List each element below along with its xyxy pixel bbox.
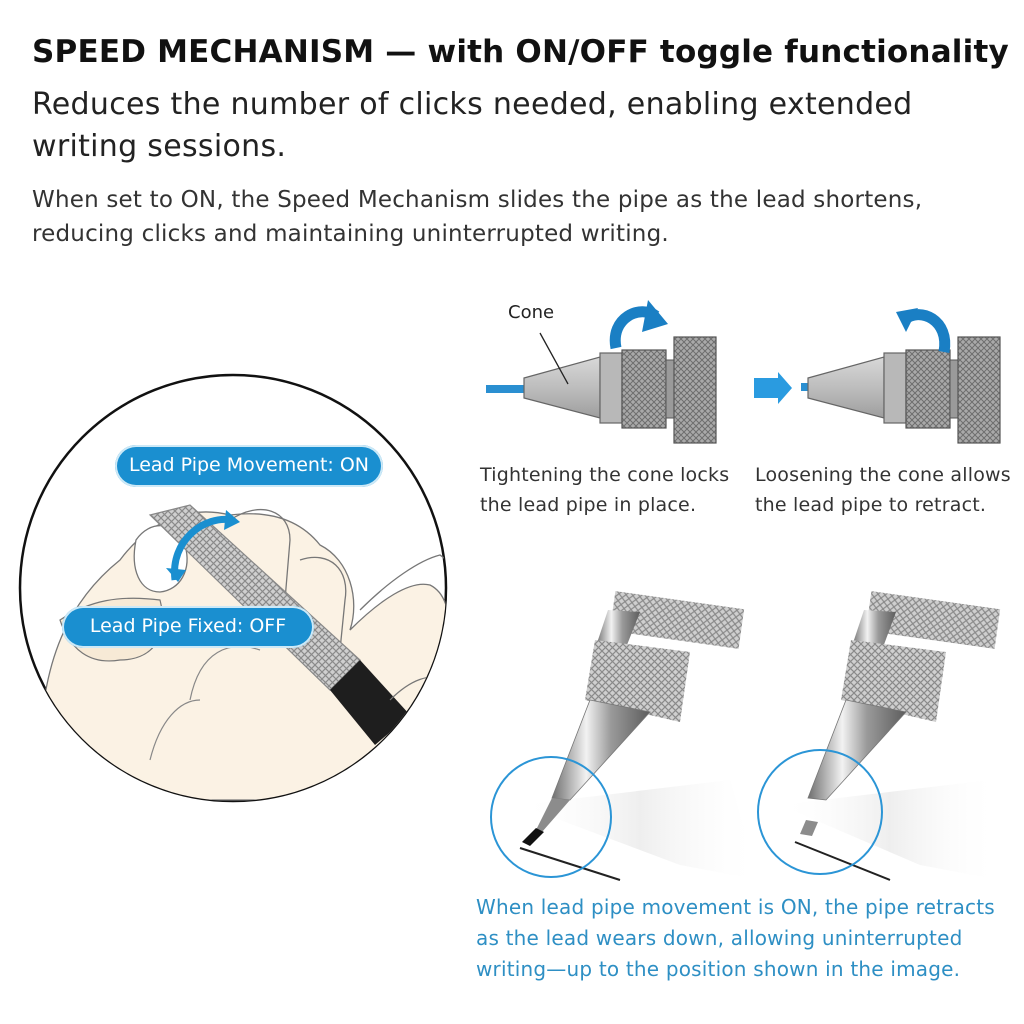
description-text: When set to ON, the Speed Mechanism slid…	[32, 187, 923, 247]
photo2-lead	[800, 820, 818, 836]
lead-pipe-off-badge: Lead Pipe Fixed: OFF	[62, 606, 314, 648]
photo2-zoom-circle	[757, 749, 883, 875]
photo-pipe-extended	[490, 591, 760, 881]
photo1-knurl-top	[609, 591, 745, 649]
lead-pipe-retracted	[801, 383, 809, 391]
photo1-knurl-ring	[585, 640, 690, 722]
hand-illustration	[18, 373, 448, 803]
photo-pipe-retracted	[757, 591, 1001, 881]
knurled-ring	[621, 349, 667, 429]
photo1-lead	[522, 828, 544, 846]
cone-shape	[523, 356, 601, 419]
cone-label: Cone	[508, 302, 555, 323]
pencil-barrel	[330, 660, 410, 745]
cone-pointer-line	[539, 332, 569, 385]
tighten-diagram	[486, 300, 717, 444]
loosen-diagram	[754, 308, 1001, 444]
photo2-cone	[807, 699, 907, 801]
toggle-arrow-icon	[171, 515, 233, 581]
retract-arrow-icon	[754, 372, 792, 404]
knurled-grip	[673, 336, 717, 444]
lead-pipe-extended	[486, 385, 526, 393]
loosen-caption: Loosening the cone allows the lead pipe …	[755, 464, 1011, 516]
tighten-caption: Tightening the cone locks the lead pipe …	[480, 464, 730, 516]
photo1-zoom-circle	[490, 756, 612, 878]
page-title: SPEED MECHANISM — with ON/OFF toggle fun…	[32, 34, 1009, 70]
page-subtitle: Reduces the number of clicks needed, ena…	[32, 87, 913, 164]
cone-collar	[599, 352, 623, 424]
photo-caption: When lead pipe movement is ON, the pipe …	[476, 895, 995, 981]
lead-pipe-on-badge: Lead Pipe Movement: ON	[115, 445, 383, 487]
